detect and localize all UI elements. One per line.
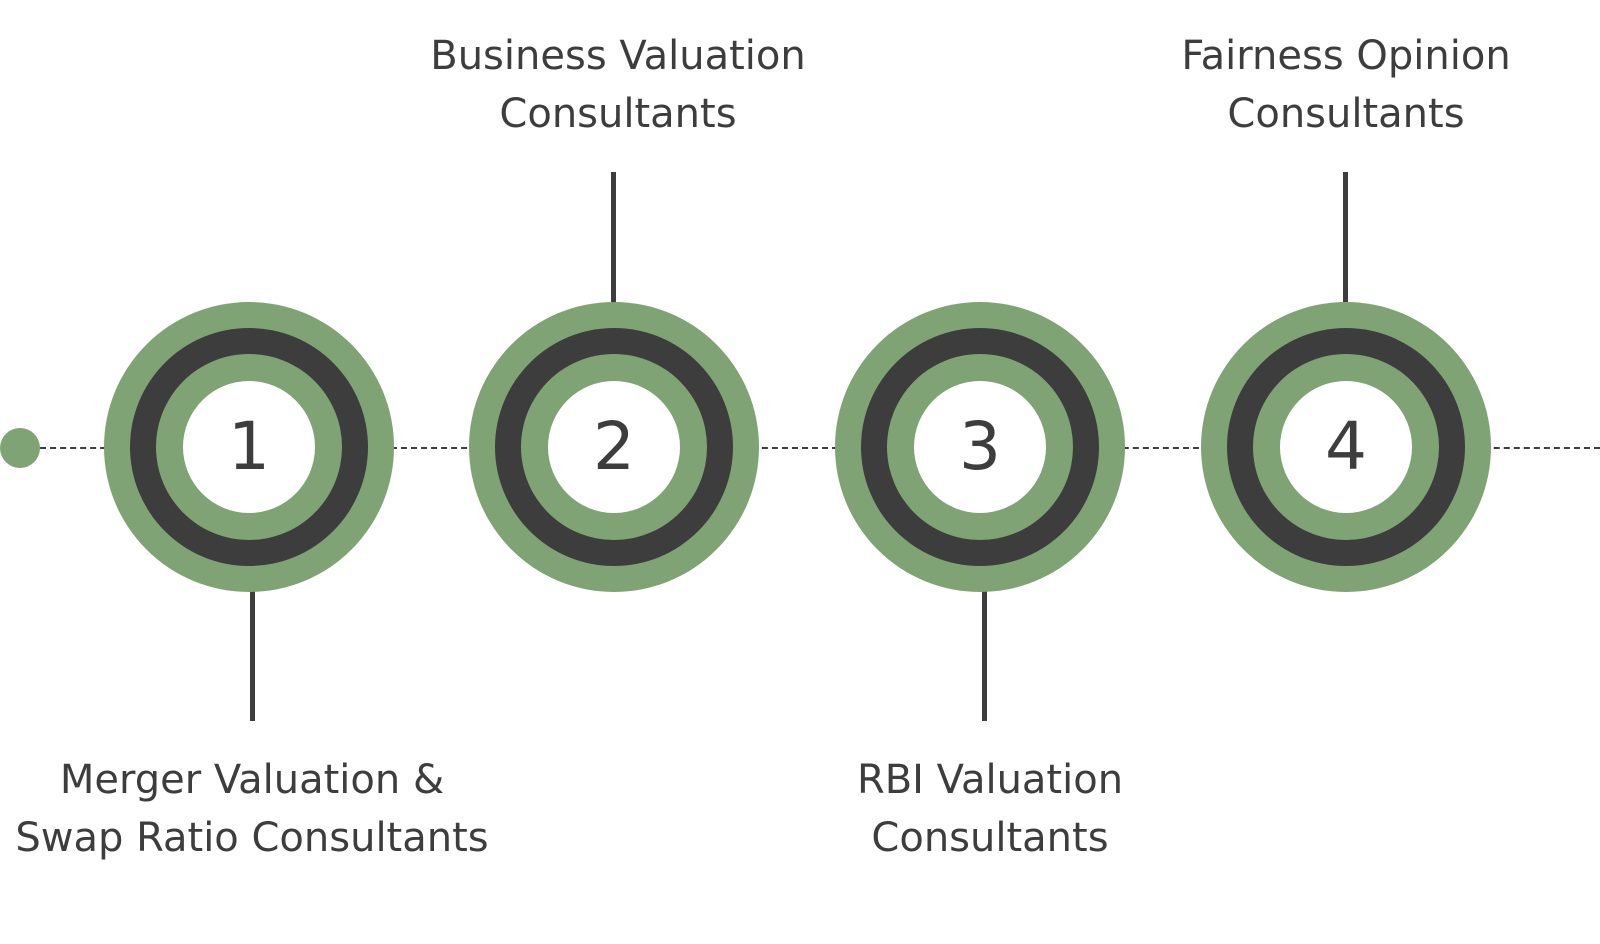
step-4-circle: 4 [1201,302,1491,592]
step-3-circle: 3 [835,302,1125,592]
step-4-label: Fairness Opinion Consultants [1106,27,1586,143]
step-3-label: RBI Valuation Consultants [750,751,1230,867]
step-1-connector [250,585,255,721]
step-1-label-line-2: Swap Ratio Consultants [15,815,489,861]
step-4-label-line-1: Fairness Opinion [1181,33,1511,79]
step-2-circle: 2 [469,302,759,592]
step-4-label-line-2: Consultants [1227,91,1465,137]
step-1-label-line-1: Merger Valuation & [59,757,445,803]
step-1-number: 1 [183,381,315,513]
step-3-connector [982,585,987,721]
step-4-number: 4 [1280,381,1412,513]
step-4-connector [1343,172,1348,308]
timeline-dashed-line [20,447,1600,449]
step-2-label: Business Valuation Consultants [378,27,858,143]
step-2-label-line-1: Business Valuation [430,33,806,79]
step-2-number: 2 [548,381,680,513]
step-3-label-line-1: RBI Valuation [856,757,1124,803]
step-1-circle: 1 [104,302,394,592]
step-2-connector [611,172,616,308]
step-2-label-line-2: Consultants [499,91,737,137]
step-1-label: Merger Valuation & Swap Ratio Consultant… [12,751,492,867]
step-3-label-line-2: Consultants [871,815,1109,861]
step-3-number: 3 [914,381,1046,513]
timeline-start-dot [0,428,40,468]
